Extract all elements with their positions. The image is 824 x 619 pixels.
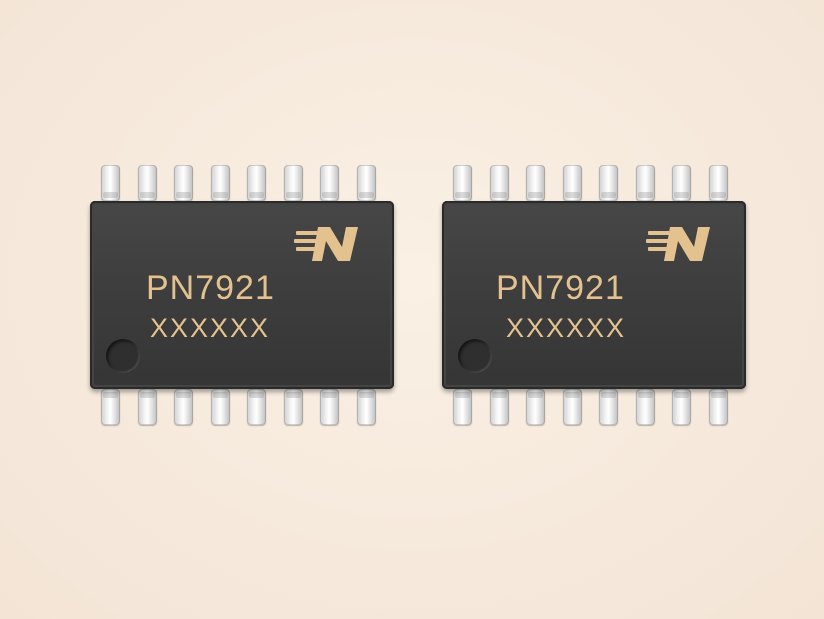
pin-top-8 <box>709 165 728 201</box>
pin-bottom-4 <box>563 389 582 425</box>
pin-bottom-1 <box>453 389 472 425</box>
pin-bottom-6 <box>636 389 655 425</box>
pin1-indicator <box>106 339 140 373</box>
pin-bottom-6 <box>284 389 303 425</box>
pin-bottom-2 <box>490 389 509 425</box>
lot-code: XXXXXX <box>506 313 627 343</box>
pin-bottom-3 <box>174 389 193 425</box>
pin-top-4 <box>563 165 582 201</box>
part-number: PN7921 <box>496 269 625 307</box>
pin-bottom-8 <box>357 389 376 425</box>
pin-bottom-4 <box>211 389 230 425</box>
chip-package-body: PN7921 XXXXXX <box>442 201 746 389</box>
ic-chip-right: PN7921 XXXXXX <box>442 165 746 425</box>
pin-bottom-7 <box>672 389 691 425</box>
ic-chip-left: PN7921 XXXXXX <box>90 165 394 425</box>
pin-top-7 <box>672 165 691 201</box>
pin-bottom-3 <box>526 389 545 425</box>
pin-bottom-7 <box>320 389 339 425</box>
pin-top-8 <box>357 165 376 201</box>
pin-bottom-1 <box>101 389 120 425</box>
pin-top-6 <box>636 165 655 201</box>
pin-top-1 <box>101 165 120 201</box>
pin-bottom-5 <box>247 389 266 425</box>
pin-top-1 <box>453 165 472 201</box>
pin-top-4 <box>211 165 230 201</box>
pin-bottom-5 <box>599 389 618 425</box>
pin-top-2 <box>138 165 157 201</box>
pin-top-5 <box>247 165 266 201</box>
n-stripes-logo-icon <box>294 227 358 261</box>
pin-top-3 <box>526 165 545 201</box>
lot-code: XXXXXX <box>150 313 271 343</box>
n-stripes-logo-icon <box>646 227 710 261</box>
pin-bottom-8 <box>709 389 728 425</box>
part-number: PN7921 <box>146 269 275 307</box>
pin-bottom-2 <box>138 389 157 425</box>
chip-package-body: PN7921 XXXXXX <box>90 201 394 389</box>
pin-top-5 <box>599 165 618 201</box>
pin-top-7 <box>320 165 339 201</box>
pin-top-3 <box>174 165 193 201</box>
pin-top-6 <box>284 165 303 201</box>
pin-top-2 <box>490 165 509 201</box>
pin1-indicator <box>458 339 492 373</box>
